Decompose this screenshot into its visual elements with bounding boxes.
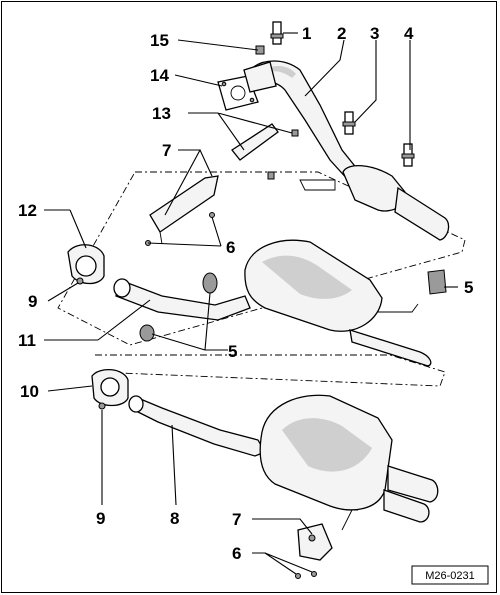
rear-pipe-rear-silencer <box>128 394 439 523</box>
lambda-probe-3 <box>342 111 356 135</box>
callout-4: 4 <box>404 24 414 43</box>
mounting-bracket-lower <box>295 509 358 579</box>
reference-code: M26-0231 <box>425 570 475 582</box>
callout-6-lower: 6 <box>232 544 241 563</box>
front-pipe-catalytic-converter <box>249 60 450 241</box>
callout-numbers: 1 2 3 4 15 14 13 7 6 12 9 11 5 5 10 9 8 … <box>18 24 473 563</box>
leader-lines <box>44 32 458 575</box>
callout-7-lower: 7 <box>232 510 241 529</box>
reference-code-box: M26-0231 <box>411 565 489 585</box>
callout-15: 15 <box>150 31 169 50</box>
lambda-probe-1 <box>270 21 284 45</box>
callout-5-lower: 5 <box>228 342 237 361</box>
assembly-outline-rear <box>94 354 446 387</box>
callout-1: 1 <box>302 24 311 43</box>
callout-2: 2 <box>337 24 346 43</box>
callout-9-upper: 9 <box>28 292 37 311</box>
lambda-probe-4 <box>401 143 415 167</box>
callout-13: 13 <box>152 104 171 123</box>
callout-11: 11 <box>18 331 36 350</box>
callout-7-upper: 7 <box>162 141 171 160</box>
callout-3: 3 <box>370 24 379 43</box>
mounting-bracket-upper <box>145 175 219 246</box>
pipe-clamp-rear <box>91 369 129 410</box>
rubber-mount-right <box>427 269 447 295</box>
support-bracket-front <box>231 123 299 180</box>
callout-8: 8 <box>170 509 179 528</box>
assembly-outline-front <box>57 171 466 346</box>
pipe-flange <box>243 61 277 93</box>
intermediate-pipe-front-silencer <box>113 239 432 367</box>
pipe-clamp-front <box>67 244 105 285</box>
callout-5-right: 5 <box>464 278 473 297</box>
callout-12: 12 <box>18 201 37 220</box>
rubber-mount-left-upper <box>202 272 218 294</box>
callout-10: 10 <box>20 382 39 401</box>
callout-9-lower: 9 <box>96 509 105 528</box>
callout-6-upper: 6 <box>226 238 235 257</box>
callout-14: 14 <box>150 66 169 85</box>
rubber-mount-left-lower <box>139 324 155 342</box>
